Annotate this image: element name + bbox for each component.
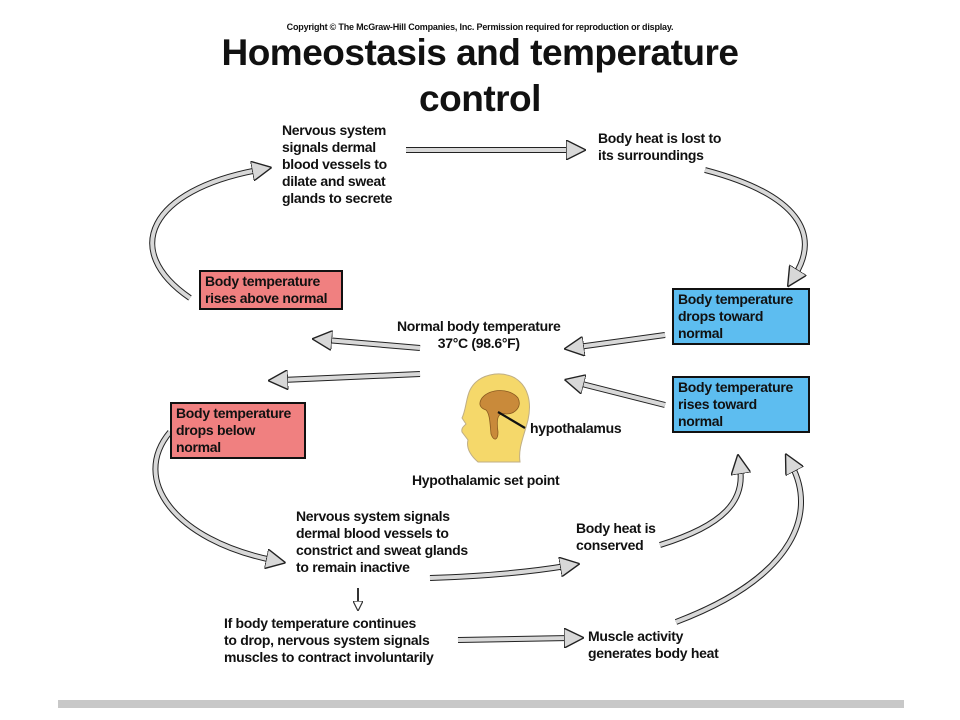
arrow-constrict-to-conserved <box>429 566 566 581</box>
box-rises-toward-normal: Body temperature rises toward normal <box>672 376 810 433</box>
arrow-rises-above-to-dilate <box>149 170 258 301</box>
copyright-notice: Copyright © The McGraw-Hill Companies, I… <box>286 22 674 32</box>
box-drops-toward-normal: Body temperature drops toward normal <box>672 288 810 345</box>
text-line: to drop, nervous system signals <box>224 632 430 648</box>
text-line: muscles to contract involuntarily <box>224 649 434 665</box>
node-nervous-dilate: Nervous system signals dermal blood vess… <box>282 122 392 207</box>
text-line: generates body heat <box>588 645 719 661</box>
bottom-scroll-bar[interactable] <box>58 700 904 708</box>
text-line: to remain inactive <box>296 559 410 575</box>
arrow-drops-toward-to-normal <box>578 332 666 347</box>
arrow-rises-toward-to-setpoint <box>578 383 666 408</box>
text-line: its surroundings <box>598 147 704 163</box>
text-line: normal <box>678 413 723 429</box>
text-line: normal <box>678 325 723 341</box>
text-line: Nervous system signals <box>296 508 450 524</box>
text-line: drops below <box>176 422 256 438</box>
arrow-conserved-to-rises-toward <box>659 468 741 548</box>
text-line: 37°C (98.6°F) <box>437 335 520 351</box>
node-nervous-constrict: Nervous system signals dermal blood vess… <box>296 508 468 576</box>
title-line-1: Homeostasis and temperature <box>221 32 739 73</box>
text-line: conserved <box>576 537 644 553</box>
title-line-2: control <box>419 78 541 119</box>
text-line: If body temperature continues <box>224 615 416 631</box>
text-line: drops toward <box>678 308 764 324</box>
text-line: Nervous system <box>282 122 386 138</box>
text-line: normal <box>176 439 221 455</box>
text-line: Body temperature <box>678 379 794 395</box>
head-brain-icon <box>461 373 530 463</box>
node-normal-temperature: Normal body temperature 37°C (98.6°F) <box>397 318 561 352</box>
arrow-muscle-to-rises-toward <box>674 466 805 625</box>
node-if-continues: If body temperature continues to drop, n… <box>224 615 434 666</box>
arrow-continues-to-muscle <box>457 638 570 640</box>
node-muscle-activity: Muscle activity generates body heat <box>588 628 719 662</box>
text-line: Muscle activity <box>588 628 684 644</box>
text-line: Body temperature <box>678 291 794 307</box>
node-heat-lost: Body heat is lost to its surroundings <box>598 130 721 164</box>
node-heat-conserved: Body heat is conserved <box>576 520 656 554</box>
text-line: Body heat is <box>576 520 656 536</box>
text-line: Body temperature <box>205 273 321 289</box>
text-line: constrict and sweat glands <box>296 542 468 558</box>
arrow-heat-lost-to-drops-toward <box>704 167 808 275</box>
arrow-drops-below-to-constrict <box>152 430 272 560</box>
text-line: Body heat is lost to <box>598 130 722 146</box>
text-line: dilate and sweat <box>282 173 386 189</box>
text-line: rises above normal <box>205 290 328 306</box>
box-temp-rises-above: Body temperature rises above normal <box>199 270 343 310</box>
text-line: Normal body temperature <box>397 318 561 334</box>
box-drops-below-normal: Body temperature drops below normal <box>170 402 306 459</box>
diagram-title: Homeostasis and temperature control <box>180 30 780 122</box>
text-line: signals dermal <box>282 139 376 155</box>
text-line: rises toward <box>678 396 757 412</box>
set-point-label: Hypothalamic set point <box>412 472 560 488</box>
text-line: dermal blood vessels to <box>296 525 449 541</box>
hypothalamus-label: hypothalamus <box>530 420 622 436</box>
text-line: Body temperature <box>176 405 292 421</box>
arrow-setpoint-to-left-lower <box>282 374 421 380</box>
text-line: glands to secrete <box>282 190 393 206</box>
arrow-normal-to-left-upper <box>326 340 421 351</box>
text-line: blood vessels to <box>282 156 387 172</box>
